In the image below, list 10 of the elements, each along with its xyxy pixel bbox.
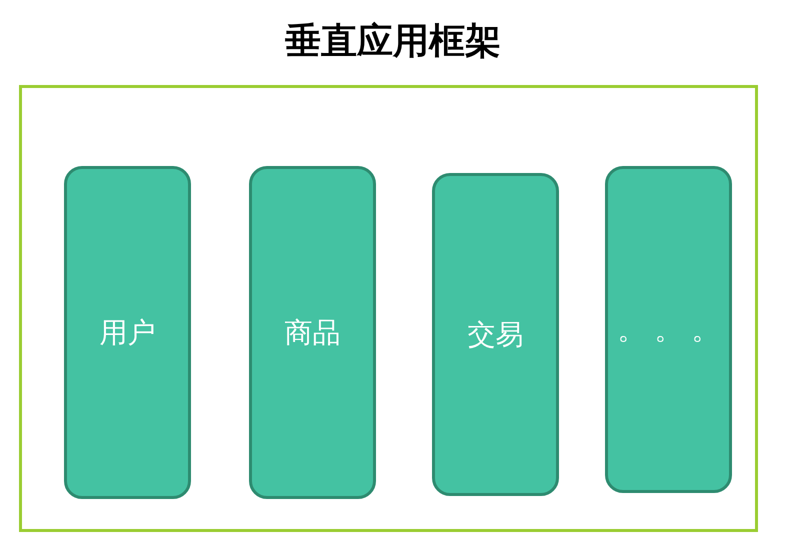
- box-label: 。 。 。: [618, 312, 720, 348]
- module-box: [605, 166, 732, 493]
- title: 垂直应用框架: [284, 20, 502, 64]
- container-frame: [19, 85, 758, 532]
- box-label: 商品: [284, 314, 340, 350]
- module-box: [64, 166, 191, 499]
- module-box: [249, 166, 376, 499]
- box-label: 用户: [100, 314, 156, 350]
- box-label: 交易: [468, 316, 524, 352]
- module-box: [432, 173, 559, 496]
